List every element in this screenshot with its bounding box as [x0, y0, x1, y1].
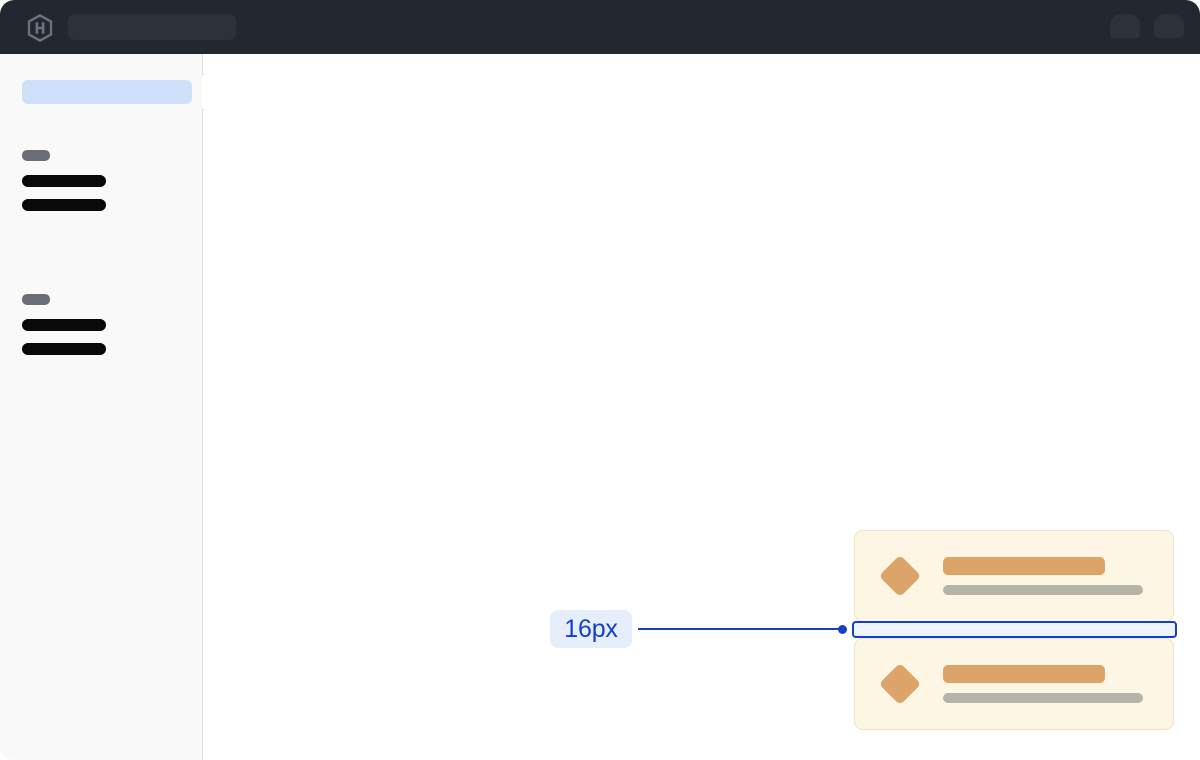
search-input[interactable] [68, 14, 236, 40]
card-stack [854, 530, 1174, 730]
content-card[interactable] [854, 638, 1174, 730]
sidebar-group-label [22, 294, 50, 305]
measurement-value-badge: 16px [550, 610, 632, 648]
sidebar [0, 54, 203, 760]
sidebar-item-1-1[interactable] [22, 175, 106, 187]
sidebar-item-2-1[interactable] [22, 319, 106, 331]
gap-measurement-highlight [852, 621, 1177, 638]
card-subtitle [943, 585, 1143, 595]
user-avatar[interactable] [1110, 14, 1140, 38]
card-title [943, 557, 1105, 575]
measurement-endpoint-dot [838, 625, 847, 634]
measurement-leader-line [638, 628, 843, 630]
diamond-icon [878, 662, 922, 706]
sidebar-item-1-2[interactable] [22, 199, 106, 211]
sidebar-item-active[interactable] [22, 80, 192, 104]
card-text [943, 665, 1143, 703]
card-subtitle [943, 693, 1143, 703]
sidebar-item-2-2[interactable] [22, 343, 106, 355]
card-text [943, 557, 1143, 595]
sidebar-group-1 [22, 150, 106, 223]
top-navigation-bar [0, 0, 1200, 54]
nav-right-controls [1110, 14, 1184, 38]
sidebar-group-label [22, 150, 50, 161]
content-card[interactable] [854, 530, 1174, 622]
account-menu-button[interactable] [1154, 14, 1184, 38]
diamond-icon [878, 554, 922, 598]
main-canvas: 16px [204, 54, 1200, 760]
card-title [943, 665, 1105, 683]
sidebar-group-2 [22, 294, 106, 367]
hashicorp-hexagon-logo-icon[interactable] [26, 14, 54, 42]
